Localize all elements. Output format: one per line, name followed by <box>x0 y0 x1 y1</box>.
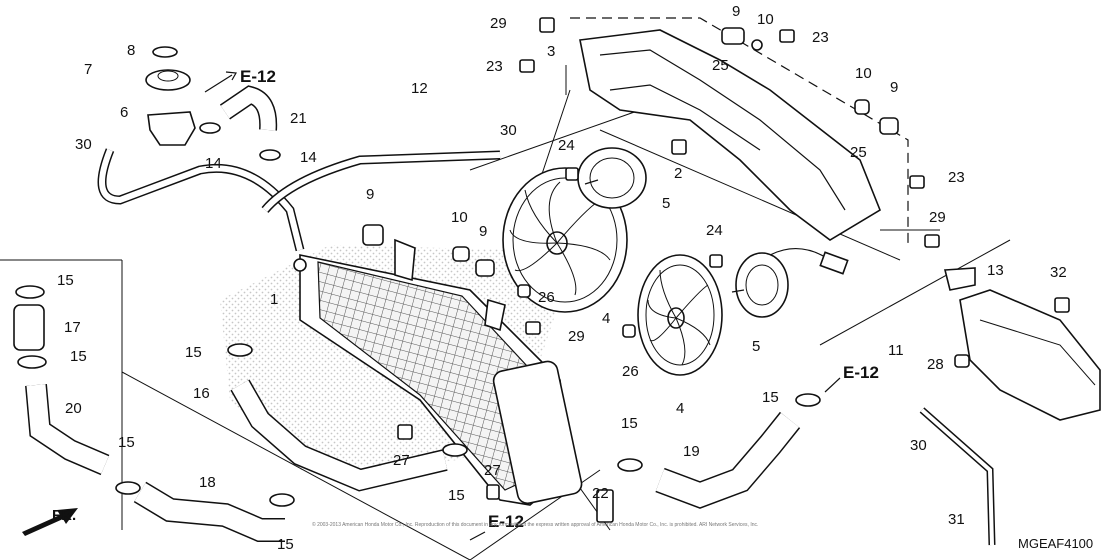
callout-12: 12 <box>411 80 428 97</box>
callout-9-lower: 9 <box>479 223 487 240</box>
callout-32: 32 <box>1050 264 1067 281</box>
cap-seal <box>152 46 178 58</box>
callouts: 29 8 3 9 10 23 7 23 25 12 6 21 10 9 30 1… <box>57 3 1067 553</box>
callout-23-right: 23 <box>948 169 965 186</box>
callout-1: 1 <box>270 291 278 308</box>
fan-motor-lower <box>735 252 789 318</box>
callout-23-top: 23 <box>812 29 829 46</box>
fan-shroud <box>579 29 881 241</box>
fan-motor-upper <box>577 147 647 209</box>
callout-29-right: 29 <box>929 209 946 226</box>
callout-9-center: 9 <box>366 186 374 203</box>
filler-neck <box>147 111 196 146</box>
callout-18: 18 <box>199 474 216 491</box>
callout-15-right: 15 <box>762 389 779 406</box>
callout-19: 19 <box>683 443 700 460</box>
callout-25-top: 25 <box>712 57 729 74</box>
callout-29-top: 29 <box>490 15 507 32</box>
callout-20: 20 <box>65 400 82 417</box>
callout-29-center: 29 <box>568 328 585 345</box>
group-outline <box>570 17 909 248</box>
callout-15-bottom-left: 15 <box>118 434 135 451</box>
callout-15-left-lower: 15 <box>70 348 87 365</box>
callout-30-right: 30 <box>910 437 927 454</box>
callout-5-top: 5 <box>662 195 670 212</box>
callout-25-right: 25 <box>850 144 867 161</box>
callout-26-upper: 26 <box>538 289 555 306</box>
reference-e12-bottom: E-12 <box>488 512 524 531</box>
callout-14-right: 14 <box>300 149 317 166</box>
callout-26-lower: 26 <box>622 363 639 380</box>
callout-15-bottom: 15 <box>277 536 294 553</box>
copyright-notice: © 2003-2013 American Honda Motor Co., In… <box>312 521 758 528</box>
diagram-code: MGEAF4100 <box>1018 536 1093 551</box>
callout-28: 28 <box>927 356 944 373</box>
callout-15-center: 15 <box>185 344 202 361</box>
callout-10-right: 10 <box>855 65 872 82</box>
callout-9-right: 9 <box>890 79 898 96</box>
reference-e12-right: E-12 <box>843 363 879 382</box>
callout-17: 17 <box>64 319 81 336</box>
callout-22: 22 <box>592 485 609 502</box>
callout-27-center: 27 <box>393 452 410 469</box>
reserve-tank <box>959 289 1101 421</box>
front-label: FR. <box>52 507 76 524</box>
callout-31: 31 <box>948 511 965 528</box>
callout-15-hose16: 15 <box>448 487 465 504</box>
callout-4-upper: 4 <box>602 310 610 327</box>
callout-9-top: 9 <box>732 3 740 20</box>
callout-2: 2 <box>674 165 682 182</box>
reserve-tank-cap <box>943 267 976 291</box>
callout-3: 3 <box>547 43 555 60</box>
reference-e12-top: E-12 <box>240 67 276 86</box>
callout-27-lower: 27 <box>484 462 501 479</box>
callout-8: 8 <box>127 42 135 59</box>
callout-24-lower: 24 <box>706 222 723 239</box>
callout-7: 7 <box>84 61 92 78</box>
callout-30-center: 30 <box>500 122 517 139</box>
callout-21: 21 <box>290 110 307 127</box>
callout-11: 11 <box>888 342 904 359</box>
callout-6: 6 <box>120 104 128 121</box>
callout-10-top: 10 <box>757 11 774 28</box>
callout-4-lower: 4 <box>676 400 684 417</box>
callout-10-center: 10 <box>451 209 468 226</box>
callout-30-left: 30 <box>75 136 92 153</box>
callout-23-left: 23 <box>486 58 503 75</box>
callout-13: 13 <box>987 262 1004 279</box>
callout-15-fan: 15 <box>621 415 638 432</box>
hose-17 <box>13 304 45 351</box>
callout-15-left-top: 15 <box>57 272 74 289</box>
radiator-tank <box>492 360 583 505</box>
callout-24-top: 24 <box>558 137 575 154</box>
radiator-cap <box>145 69 191 91</box>
callout-16: 16 <box>193 385 210 402</box>
callout-14-left: 14 <box>205 155 222 172</box>
callout-5-lower: 5 <box>752 338 760 355</box>
front-arrow-icon <box>22 508 78 536</box>
